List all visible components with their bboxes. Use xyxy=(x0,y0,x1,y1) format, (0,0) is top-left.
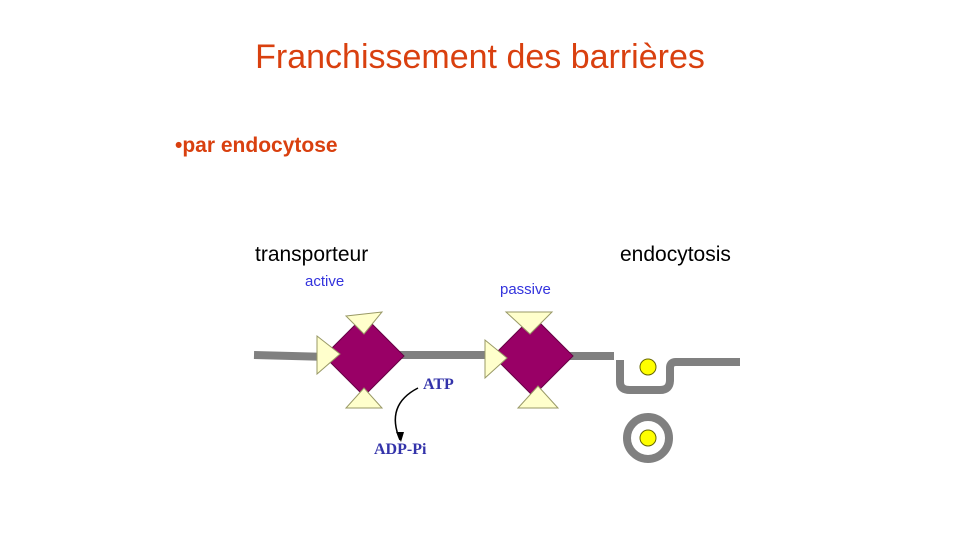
passive-binding-site-top xyxy=(504,311,554,335)
passive-binding-site-bottom xyxy=(516,385,560,409)
label-endocytosis: endocytosis xyxy=(620,243,731,266)
vesicle-cargo-particle xyxy=(639,429,657,447)
endocytic-vesicle xyxy=(623,413,673,463)
active-binding-site-left xyxy=(316,334,341,376)
active-binding-site-bottom xyxy=(344,387,384,409)
passive-binding-site-left xyxy=(484,338,508,380)
slide-title: Franchissement des barrières xyxy=(255,38,705,76)
passive-transporter xyxy=(484,311,574,409)
atp-arrow-head xyxy=(396,432,404,442)
cargo-particle xyxy=(639,358,657,376)
label-active: active xyxy=(305,273,345,290)
bullet-point: •par endocytose xyxy=(175,134,338,157)
label-adp-pi: ADP-Pi xyxy=(374,441,427,458)
active-binding-site-top xyxy=(344,311,384,335)
label-atp: ATP xyxy=(423,376,454,393)
active-transporter xyxy=(316,311,405,409)
label-transporteur: transporteur xyxy=(255,243,369,266)
membrane-invagination xyxy=(616,358,740,394)
label-passive: passive xyxy=(500,281,551,298)
